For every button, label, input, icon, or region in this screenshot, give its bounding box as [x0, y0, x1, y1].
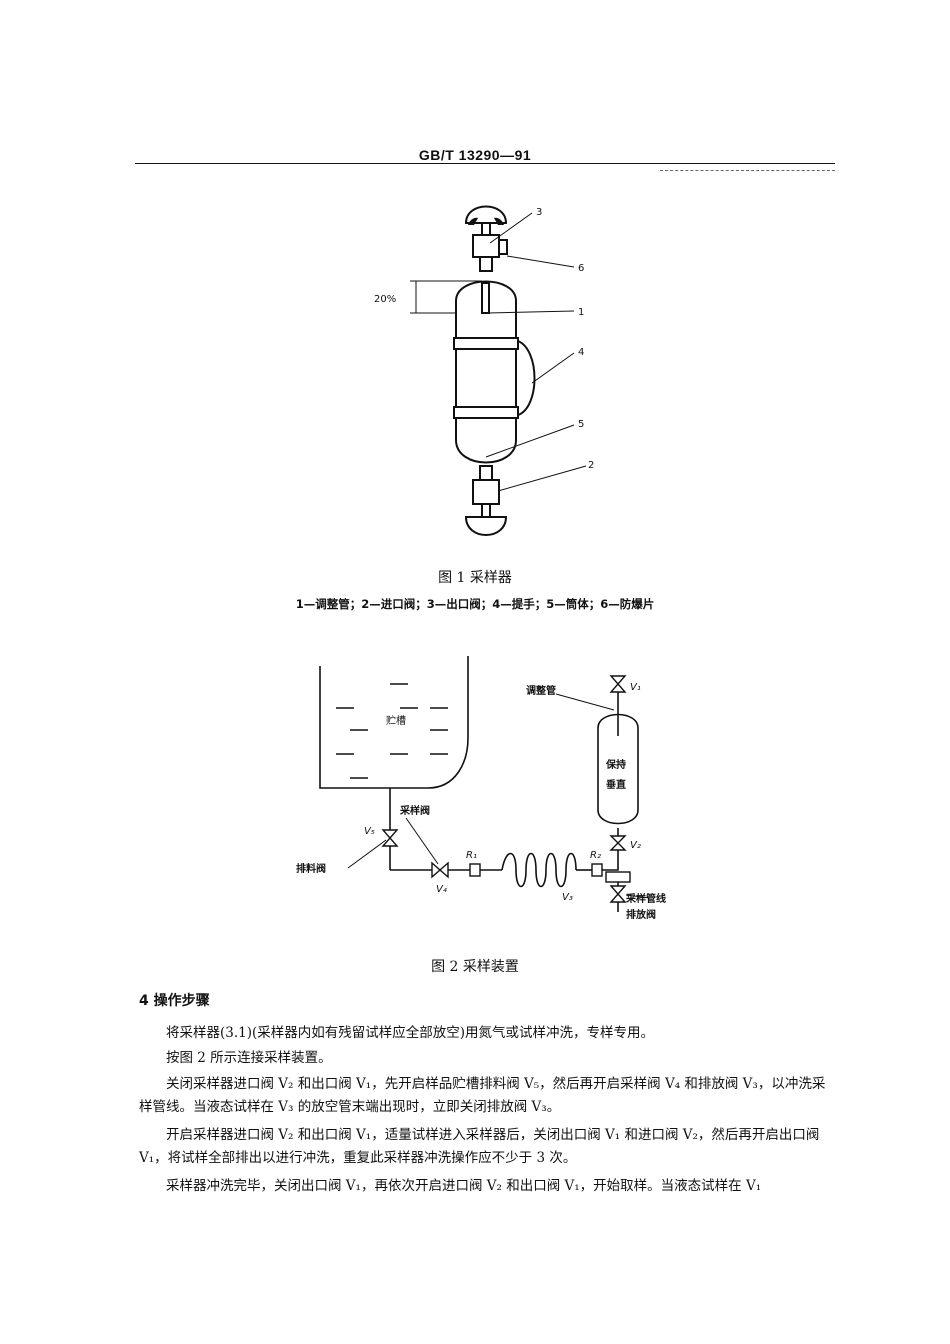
drain-valve-label: 排料阀 [296, 862, 326, 875]
callout-4: 4 [578, 347, 584, 358]
figure1-sampler-drawing: 20% 3 6 1 4 5 2 [374, 205, 594, 536]
v1-label: V₁ [630, 682, 641, 693]
paragraph-1: 将采样器(3.1)(采样器内如有残留试样应全部放空)用氮气或试样冲洗，专样专用。 [139, 1025, 655, 1041]
adjust-tube-1 [481, 282, 490, 314]
figure1-caption: 图 1 采样器 [438, 570, 512, 586]
outlet-valve-3 [472, 234, 500, 258]
keep-vertical-label-2: 垂直 [606, 778, 626, 791]
coil-tube [501, 852, 577, 888]
sampler-cylinder [597, 713, 639, 825]
valve-v3 [609, 885, 627, 903]
figure2-caption: 图 2 采样装置 [431, 959, 519, 975]
v4-label: V₄ [436, 884, 447, 895]
sampler-band-lower [453, 406, 519, 419]
sampling-valve-label: 采样阀 [399, 804, 430, 817]
union-r2 [591, 863, 603, 877]
fill-percent-label: 20% [374, 294, 396, 305]
callout-2: 2 [588, 460, 594, 471]
keep-vertical-label-1: 保持 [605, 758, 626, 771]
v3-label: V₃ [562, 892, 573, 903]
paragraph-5: 采样器冲洗完毕，关闭出口阀 V₁，再依次开启进口阀 V₂ 和出口阀 V₁，开始取… [139, 1178, 762, 1194]
inlet-valve-2 [472, 479, 500, 505]
valve-v1 [609, 675, 627, 693]
valve-v2 [609, 835, 627, 851]
v2-label: V₂ [630, 840, 641, 851]
line-drain-label-2: 排放阀 [626, 908, 656, 921]
figure2-sampling-setup-drawing: 贮槽 V₅ 排料阀 采样阀 V₄ R₁ R₂ 调整管 V₁ 保持 垂直 V₂ V… [296, 656, 666, 921]
valve-v4 [431, 861, 449, 879]
sampler-top-stem [481, 222, 491, 236]
callout-3: 3 [536, 207, 542, 218]
callout-6: 6 [578, 263, 584, 274]
adjust-tube-label: 调整管 [526, 684, 556, 697]
r2-label: R₂ [590, 850, 601, 861]
callout-1: 1 [578, 307, 584, 318]
burst-disc-6 [498, 239, 508, 255]
paragraph-4: 开启采样器进口阀 V₂ 和出口阀 V₁，适量试样进入采样器后，关闭出口阀 V₁ … [139, 1127, 820, 1166]
union-r1 [469, 863, 481, 877]
header-rule [135, 163, 835, 164]
v5-label: V₅ [364, 826, 375, 837]
callout-5: 5 [578, 419, 584, 430]
sampler-band-upper [453, 337, 519, 350]
figure1-legend: 1—调整管；2—进口阀；3—出口阀；4—提手；5—筒体；6—防爆片 [295, 597, 655, 611]
storage-tank [319, 656, 469, 789]
header-dashed-rule [660, 170, 835, 171]
paragraph-2: 按图 2 所示连接采样装置。 [139, 1050, 332, 1066]
handle-4 [517, 340, 536, 416]
section-heading: 4 操作步骤 [139, 993, 210, 1009]
valve-v5 [381, 829, 399, 847]
sampler-cylinder-body [455, 280, 517, 464]
line-drain-label-1: 采样管线 [625, 892, 666, 905]
sampler-bottom-cap [464, 516, 508, 536]
page-header-standard-number: GB/T 13290—91 [418, 147, 532, 163]
r1-label: R₁ [466, 850, 477, 861]
tank-label: 贮槽 [386, 714, 406, 727]
paragraph-3: 关闭采样器进口阀 V₂ 和出口阀 V₁，先开启样品贮槽排料阀 V₅，然后再开启采… [139, 1076, 826, 1115]
